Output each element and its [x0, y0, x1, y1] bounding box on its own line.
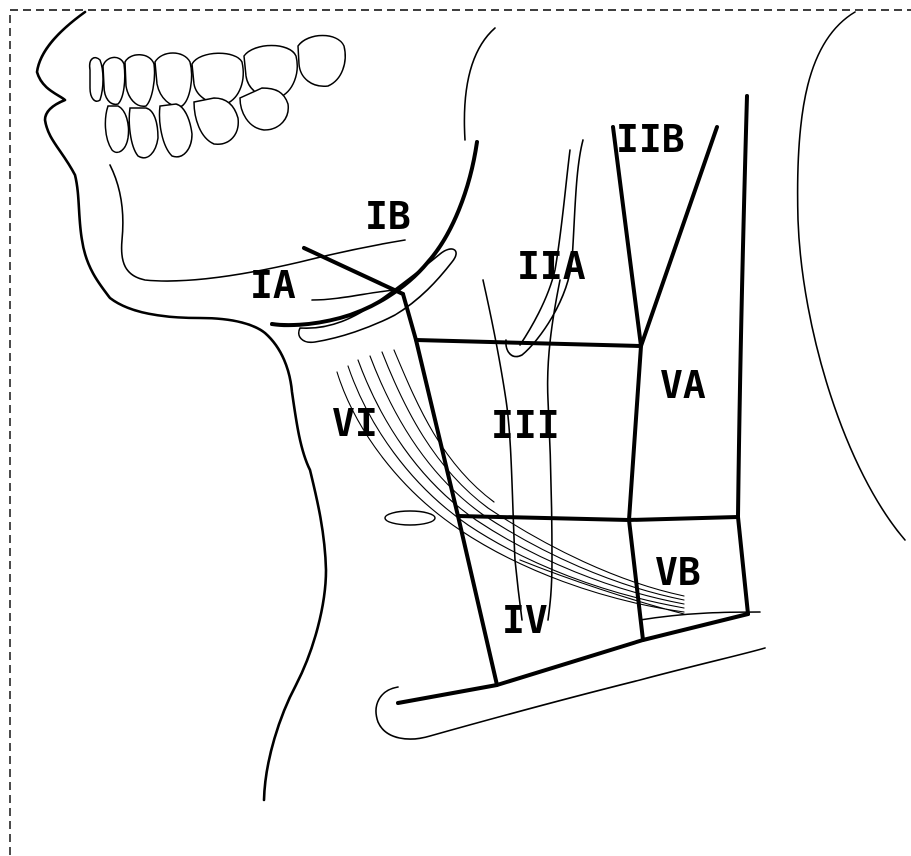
label-iii: III — [491, 403, 560, 447]
label-ib: IB — [365, 194, 411, 238]
label-va: VA — [660, 363, 706, 407]
thyroid-ellipse — [385, 511, 435, 525]
hyoid-contour — [299, 249, 456, 342]
label-vb: VB — [655, 550, 701, 594]
label-iib: IIB — [616, 117, 685, 161]
upper-teeth — [90, 36, 346, 107]
label-iia: IIA — [517, 244, 586, 288]
ramus-contour — [464, 28, 495, 140]
posterior-neck-contour — [798, 12, 905, 540]
label-vi: VI — [332, 401, 378, 445]
label-iv: IV — [502, 598, 548, 642]
vessel-1 — [483, 280, 522, 620]
label-ia: IA — [250, 263, 296, 307]
